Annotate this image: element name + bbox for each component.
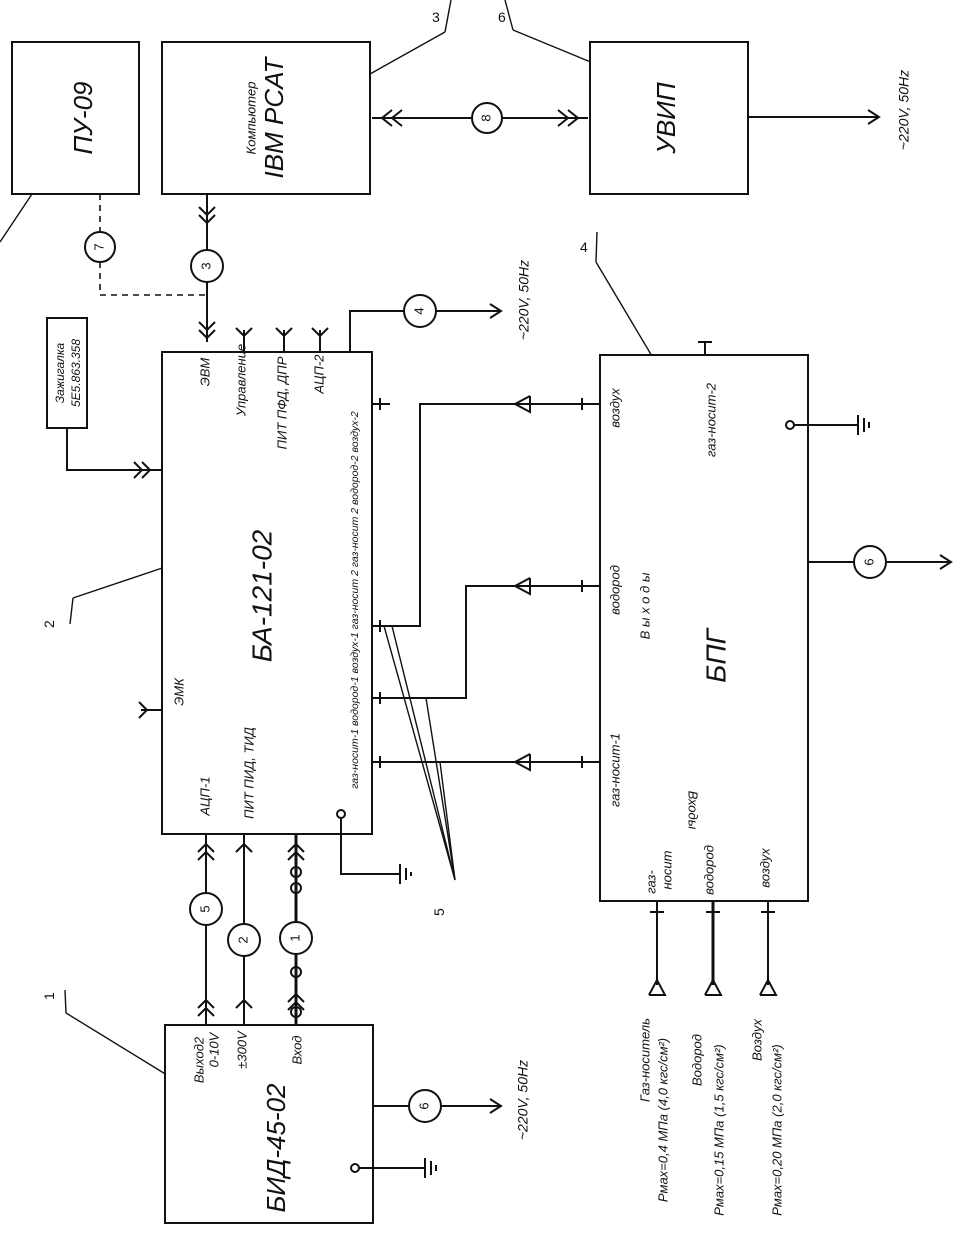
pu-09-block <box>11 41 140 195</box>
callout-2: 2 <box>41 620 57 628</box>
callout-3: 3 <box>432 9 440 25</box>
callout-5: 5 <box>431 908 447 916</box>
ignition-label-2: 5Е5.863.358 <box>69 339 83 407</box>
bpg-in-hydrogen: водород <box>701 845 716 895</box>
supply-hydrogen-name: Водород <box>689 1034 704 1086</box>
uvip-block <box>589 41 749 195</box>
ignition-label-1: Зажигалка <box>53 342 67 403</box>
bpg-in-air: воздух <box>757 848 772 888</box>
supply-gas-pressure: Рмах=0,4 МПа (4,0 кгс/см²) <box>655 1038 670 1202</box>
ba-121-02-block <box>161 351 373 835</box>
cable-1: 1 <box>287 934 302 941</box>
ba-port-evm: ЭВМ <box>197 358 212 387</box>
callout-4: 4 <box>580 239 588 255</box>
supply-air-pressure: Рмах=0,20 МПа (2,0 кгс/см²) <box>769 1044 784 1216</box>
bid-port-input: Вход <box>289 1035 304 1064</box>
bid-port-range: 0-10V <box>206 1031 221 1067</box>
bpg-out-hydrogen: водород <box>607 565 622 615</box>
cable-2: 2 <box>235 936 250 943</box>
ba-port-pit-pfd: ПИТ ПФД, ДПР <box>274 356 289 449</box>
ba-port-control: Управление <box>233 344 248 417</box>
ba-port-adc2: АЦП-2 <box>311 354 326 395</box>
bpg-in-gas-2: носит <box>659 850 674 889</box>
cable-4: 4 <box>411 307 426 314</box>
computer-block <box>161 41 371 195</box>
ba-port-pit-pid: ПИТ ПИД, ТИД <box>241 727 256 819</box>
ba-label: БА-121-02 <box>246 529 277 662</box>
cable-5: 5 <box>197 905 212 912</box>
bid-port-out2: Выход2 <box>191 1036 206 1083</box>
pu-09-label: ПУ-09 <box>68 81 98 154</box>
bpg-inputs: Входы <box>686 791 701 830</box>
bid-label: БИД-45-02 <box>261 1083 291 1213</box>
bid-power-label: ~220V, 50Hz <box>515 1060 531 1140</box>
cable-8: 8 <box>478 114 493 121</box>
ignition-block <box>46 317 88 429</box>
computer-label-2: IBM PCAT <box>259 55 289 178</box>
supply-air-name: Воздух <box>749 1019 764 1061</box>
bpg-out-air: воздух <box>607 388 622 428</box>
supply-hydrogen-pressure: Рмах=0,15 МПа (1,5 кгс/см²) <box>711 1044 726 1216</box>
uvip-power-label: ~220V, 50Hz <box>896 70 912 150</box>
bpg-out-gas1: газ-носит-1 <box>607 733 622 807</box>
bpg-outputs: В ы х о д ы <box>637 572 652 639</box>
ba-port-adc1: АЦП-1 <box>197 776 212 816</box>
bpg-in-gas-1: газ- <box>643 870 658 894</box>
bid-45-02-block <box>164 1024 374 1224</box>
ba-power-label: ~220V, 50Hz <box>516 260 532 340</box>
ba-port-gas-row: газ-носит-1 водород-1 воздух-1 газ-носит… <box>349 411 361 789</box>
cable-6-bid: 6 <box>416 1102 431 1109</box>
supply-gas-name: Газ-носитель <box>637 1018 652 1102</box>
cable-3: 3 <box>198 262 213 269</box>
bpg-gas2: газ-носит-2 <box>703 382 718 457</box>
bid-port-power: ±300V <box>234 1030 249 1069</box>
callout-6: 6 <box>498 9 506 25</box>
cable-7: 7 <box>91 243 106 250</box>
uvip-label: УВИП <box>651 82 681 155</box>
callout-1: 1 <box>41 992 57 1000</box>
computer-label-1: Компьютер <box>243 82 258 155</box>
bpg-label: БПГ <box>700 627 731 683</box>
ba-port-emk: ЭМК <box>171 677 186 706</box>
cable-6-bpg: 6 <box>861 558 876 565</box>
bpg-block <box>599 354 809 902</box>
